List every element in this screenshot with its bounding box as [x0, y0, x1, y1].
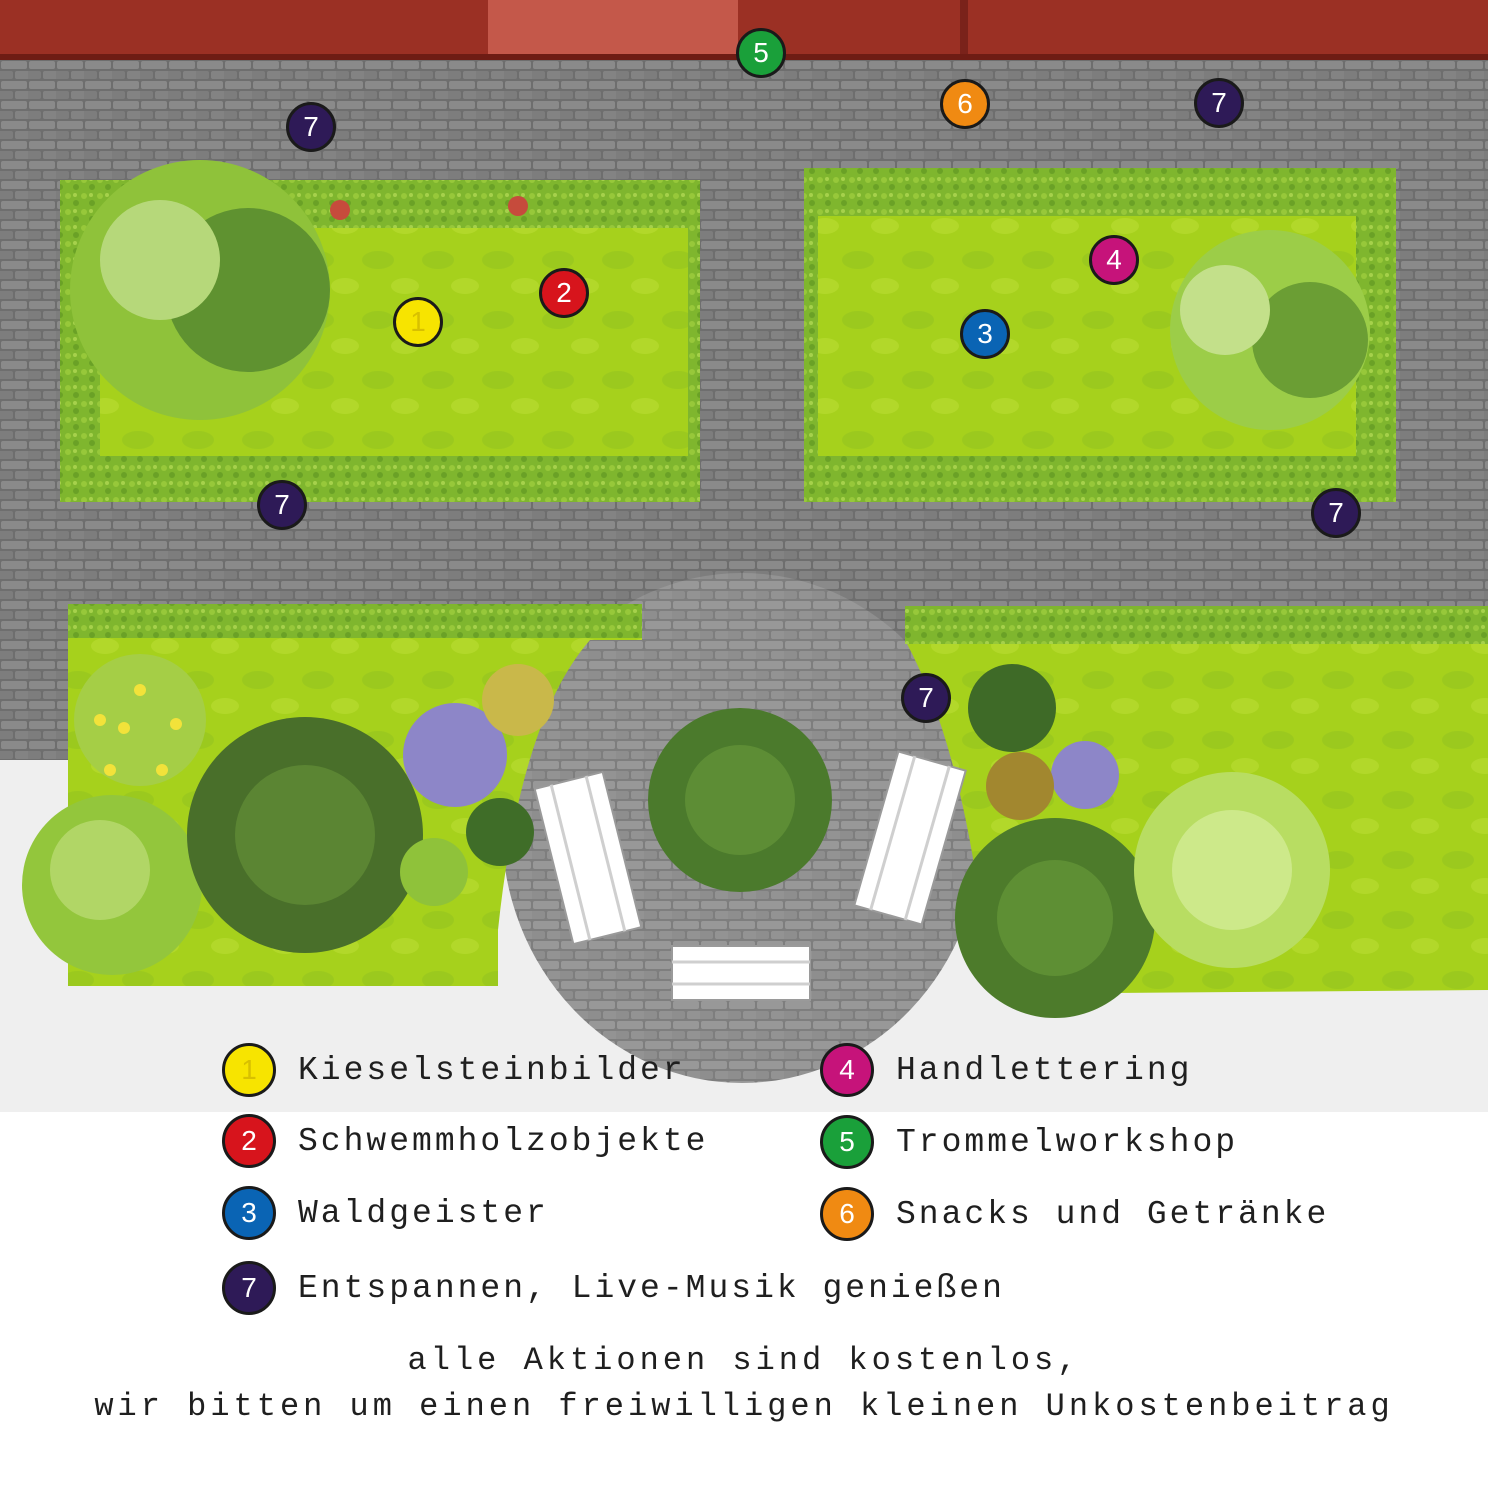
legend-dot-4: 4	[820, 1043, 874, 1097]
marker-1-kieselsteinbilder: 1	[393, 297, 443, 347]
legend-label-6: Snacks und Getränke	[896, 1195, 1330, 1233]
legend-label-7: Entspannen, Live-Musik genießen	[298, 1269, 1005, 1307]
shrub-yellow-flowers	[74, 654, 206, 786]
legend-item-4: 4 Handlettering	[820, 1043, 1192, 1097]
legend-dot-3: 3	[222, 1186, 276, 1240]
shrub-orange-flowers	[482, 664, 554, 736]
legend-item-2: 2 Schwemmholzobjekte	[222, 1114, 708, 1168]
legend-item-7: 7 Entspannen, Live-Musik genießen	[222, 1261, 1005, 1315]
legend-dot-2: 2	[222, 1114, 276, 1168]
legend-item-5: 5 Trommelworkshop	[820, 1115, 1238, 1169]
marker-7-top-left: 7	[286, 102, 336, 152]
shrub-brown	[986, 752, 1054, 820]
marker-7-plaza: 7	[901, 673, 951, 723]
footer-line-2: wir bitten um einen freiwilligen kleinen…	[94, 1388, 1394, 1425]
bench-left	[533, 770, 643, 946]
legend-dot-5: 5	[820, 1115, 874, 1169]
legend-label-2: Schwemmholzobjekte	[298, 1122, 709, 1160]
building-entrance	[488, 0, 738, 58]
bench-right	[853, 750, 967, 926]
legend-item-1: 1 Kieselsteinbilder	[222, 1043, 686, 1097]
shrub-purple-flowers	[403, 703, 507, 807]
legend-label-3: Waldgeister	[298, 1194, 549, 1232]
bench-bottom	[671, 945, 811, 1001]
legend-item-6: 6 Snacks und Getränke	[820, 1187, 1329, 1241]
legend-dot-6: 6	[820, 1187, 874, 1241]
shrub-purple-right	[1051, 741, 1119, 809]
marker-2-schwemmholzobjekte: 2	[539, 268, 589, 318]
marker-7-top-right: 7	[1194, 78, 1244, 128]
marker-4-handlettering: 4	[1089, 235, 1139, 285]
marker-5-trommelworkshop: 5	[736, 28, 786, 78]
marker-3-waldgeister: 3	[960, 309, 1010, 359]
marker-7-bed-right: 7	[1311, 488, 1361, 538]
legend-dot-1: 1	[222, 1043, 276, 1097]
legend-label-1: Kieselsteinbilder	[298, 1051, 686, 1089]
marker-7-bed-left: 7	[257, 480, 307, 530]
legend-item-3: 3 Waldgeister	[222, 1186, 549, 1240]
legend-dot-7: 7	[222, 1261, 276, 1315]
shrub-dark-green	[968, 664, 1056, 752]
marker-6-snacks: 6	[940, 79, 990, 129]
legend-label-5: Trommelworkshop	[896, 1123, 1239, 1161]
footer-line-1: alle Aktionen sind kostenlos,	[407, 1342, 1081, 1379]
legend-label-4: Handlettering	[896, 1051, 1193, 1089]
